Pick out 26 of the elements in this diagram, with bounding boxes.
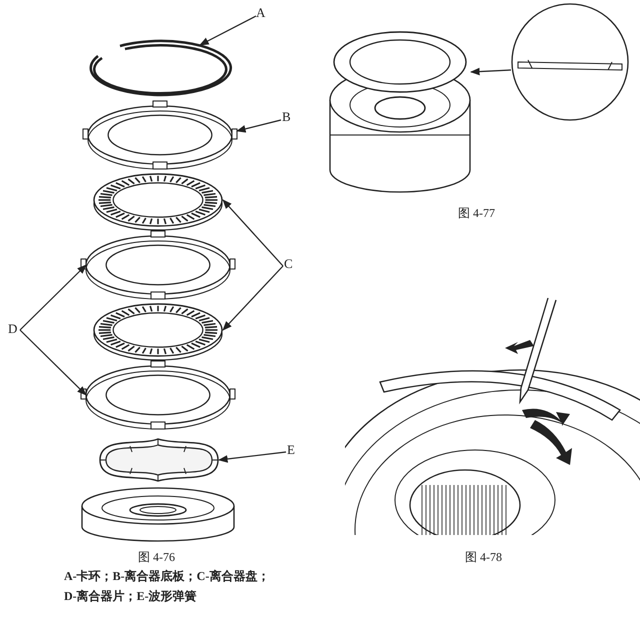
parts-legend-text: A-卡环；B-离合器底板；C-离合器盘；D-离合器片；E-波形弹簧 xyxy=(64,568,270,605)
leader-line xyxy=(222,266,284,331)
clutch-part-drawing xyxy=(93,173,223,231)
figure-number: 图 4-77 xyxy=(458,205,495,222)
figure-number: 图 4-78 xyxy=(465,549,502,566)
leader-line xyxy=(218,451,286,463)
callout-letter: A xyxy=(256,6,266,19)
leader-line xyxy=(470,68,512,76)
clutch-part-drawing xyxy=(99,438,219,482)
callout-letter: E xyxy=(287,443,295,456)
clutch-part-drawing xyxy=(82,100,238,170)
leader-line xyxy=(236,119,282,133)
leader-line xyxy=(20,330,87,396)
clutch-part-drawing xyxy=(90,40,232,96)
clutch-assembly-drawing xyxy=(329,31,471,193)
callout-letter: D xyxy=(8,322,18,335)
callout-letter: C xyxy=(284,257,293,270)
leader-line xyxy=(222,199,284,266)
figure-number: 图 4-76 xyxy=(138,549,175,566)
detail-magnifier-circle xyxy=(511,3,629,121)
leader-line xyxy=(20,264,87,330)
clutch-part-drawing xyxy=(93,303,223,361)
clutch-part-drawing xyxy=(80,360,236,430)
leader-line xyxy=(199,15,256,46)
callout-letter: B xyxy=(282,110,291,123)
clutch-part-drawing xyxy=(80,230,236,300)
